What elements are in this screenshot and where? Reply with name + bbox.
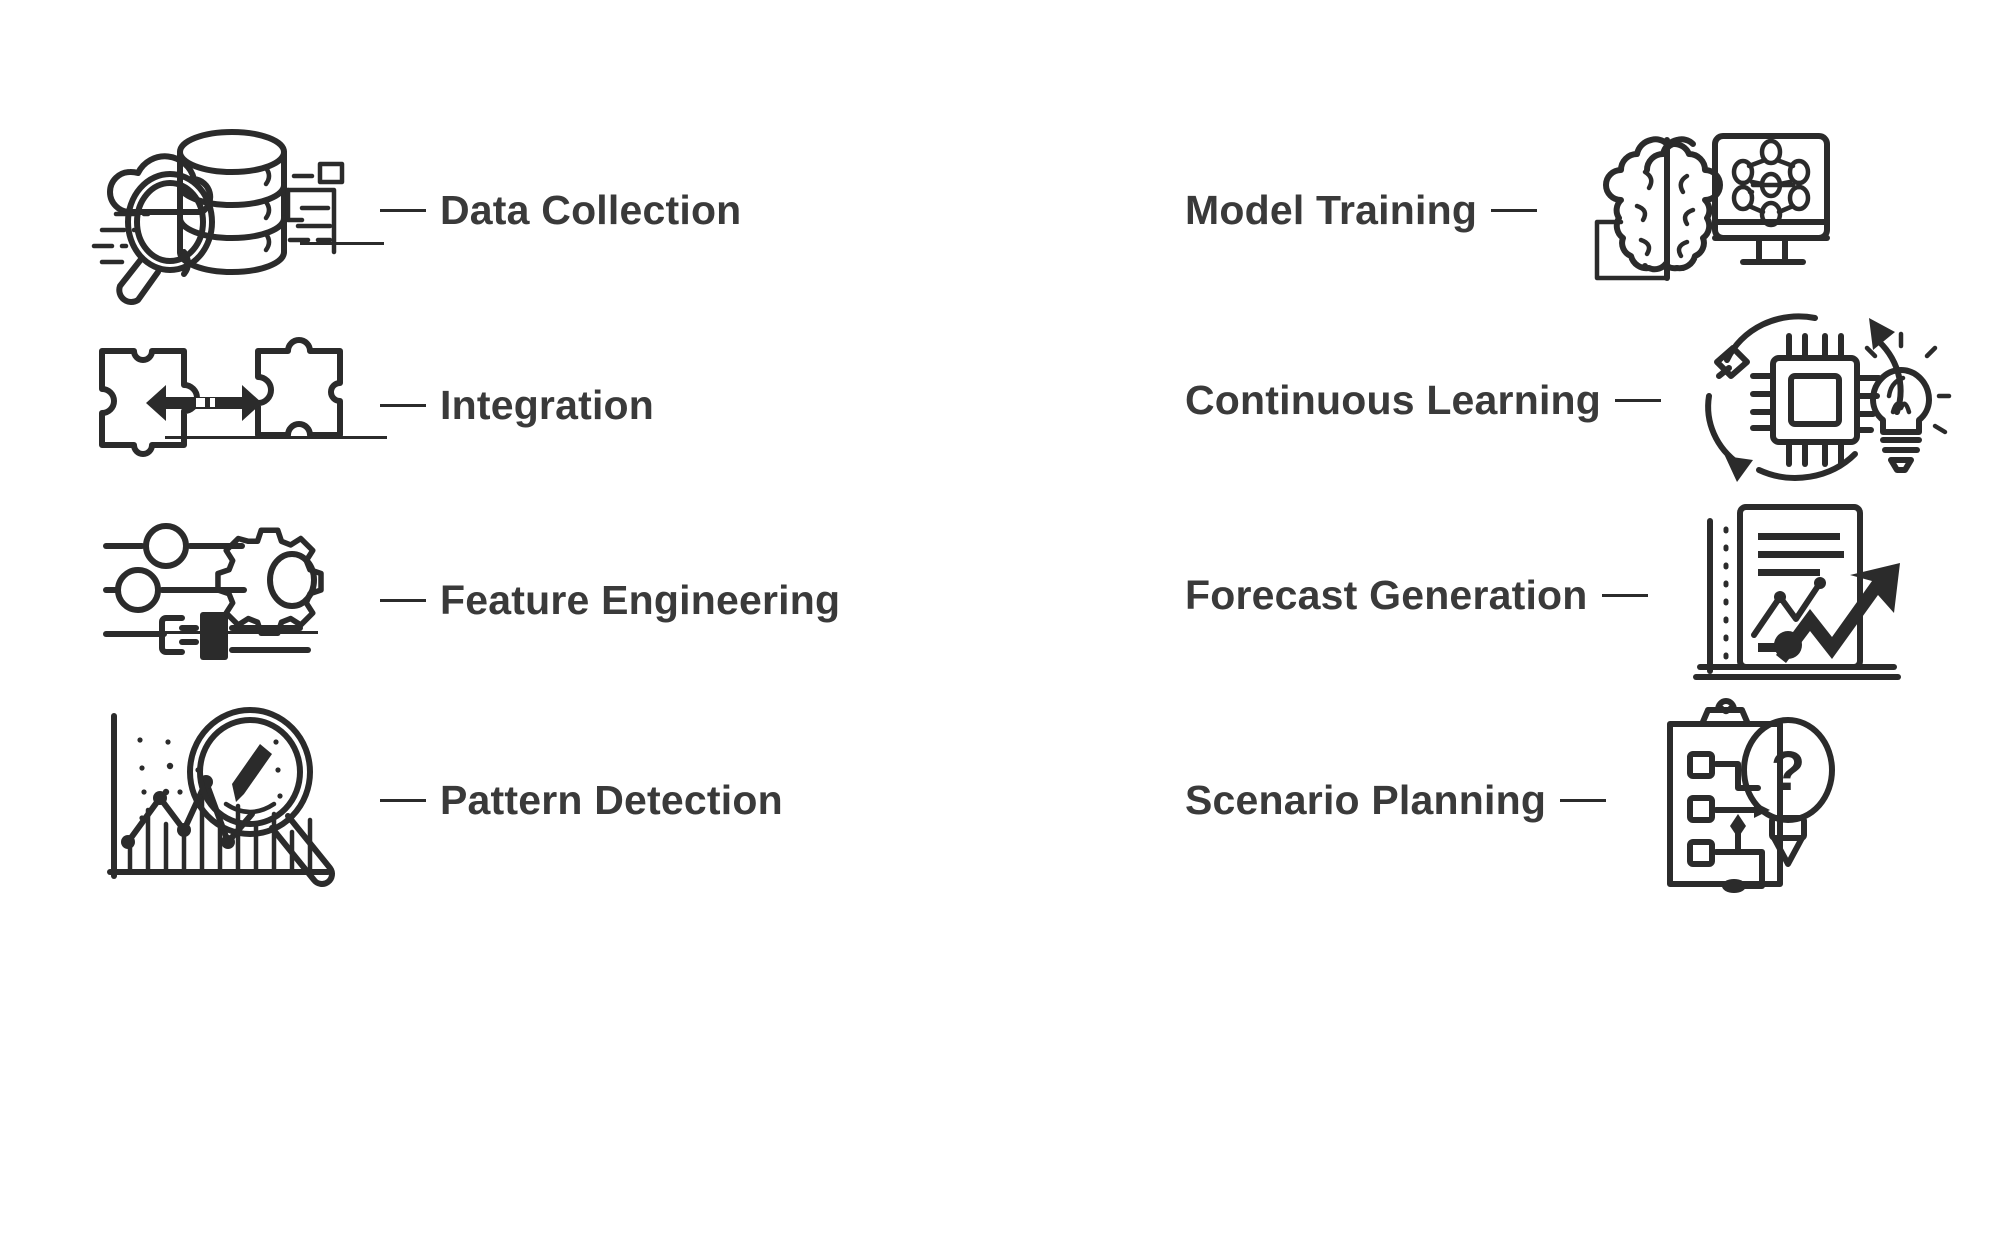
brain-monitor-neural-network-icon [1537, 110, 1837, 310]
label-wrap-continuous-learning: Continuous Learning [1185, 376, 1662, 423]
item-label: Data Collection [440, 186, 742, 233]
puzzle-pieces-arrow-icon [80, 305, 380, 505]
connector-line [1560, 798, 1607, 802]
underline-feature-engineering [148, 631, 318, 634]
item-forecast-generation[interactable]: Forecast Generation [1185, 495, 1948, 695]
item-feature-engineering[interactable]: Feature Engineering [80, 500, 840, 700]
sliders-gear-icon [80, 500, 380, 700]
connector-line [1615, 398, 1662, 402]
underline-data-collection [300, 242, 384, 245]
item-data-collection[interactable]: Data Collection [80, 110, 741, 310]
connector-line [380, 403, 426, 407]
chip-lightbulb-cycle-icon [1661, 300, 1961, 500]
svg-text:?: ? [1771, 739, 1805, 802]
connector-line [380, 208, 426, 212]
connector-line [380, 598, 426, 602]
clipboard-flowchart-question-icon: ? [1606, 698, 1906, 900]
connector-line [380, 798, 426, 802]
label-wrap-scenario-planning: Scenario Planning [1185, 776, 1607, 823]
bar-chart-magnifier-icon [80, 700, 380, 900]
item-label: Forecast Generation [1185, 571, 1588, 618]
chart-document-arrow-up-icon [1648, 495, 1948, 695]
item-model-training[interactable]: Model Training [1185, 110, 1837, 310]
label-wrap-pattern-detection: Pattern Detection [380, 776, 783, 823]
item-continuous-learning[interactable]: Continuous Learning [1185, 300, 1961, 500]
connector-line [1601, 593, 1648, 597]
item-label: Feature Engineering [440, 576, 841, 623]
database-cloud-magnifier-icon [80, 110, 380, 310]
item-integration[interactable]: Integration [80, 305, 654, 505]
item-label: Model Training [1185, 186, 1478, 233]
label-wrap-integration: Integration [380, 381, 655, 428]
item-pattern-detection[interactable]: Pattern Detection [80, 700, 783, 900]
item-label: Continuous Learning [1185, 376, 1602, 423]
label-wrap-model-training: Model Training [1185, 186, 1538, 233]
label-wrap-forecast-generation: Forecast Generation [1185, 571, 1648, 618]
item-scenario-planning[interactable]: ? Scenario Planning [1185, 698, 1906, 900]
underline-integration [165, 436, 387, 439]
connector-line [1491, 208, 1538, 212]
label-wrap-data-collection: Data Collection [380, 186, 742, 233]
label-wrap-feature-engineering: Feature Engineering [380, 576, 841, 623]
item-label: Integration [440, 381, 655, 428]
item-label: Scenario Planning [1185, 776, 1547, 823]
item-label: Pattern Detection [440, 776, 783, 823]
